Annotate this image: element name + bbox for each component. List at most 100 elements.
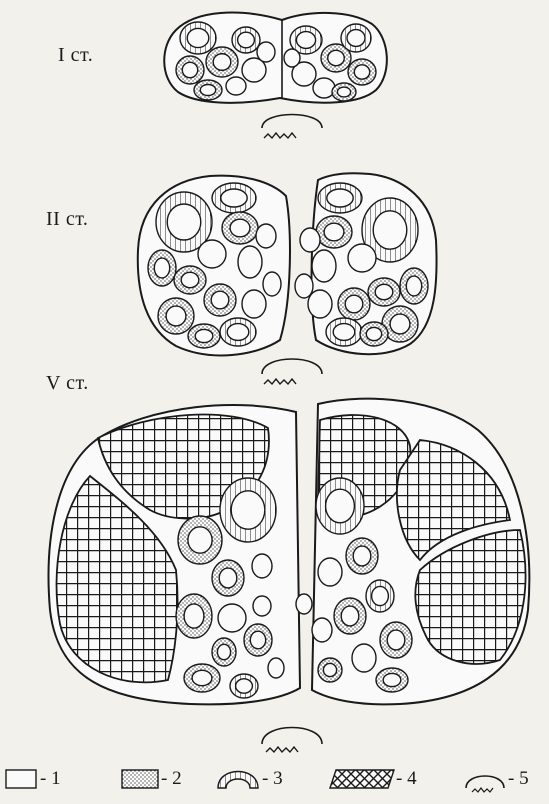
follicle-empty xyxy=(313,78,335,98)
trachea-mark xyxy=(264,133,296,138)
follicle-lumen xyxy=(373,211,407,249)
isthmus-arc xyxy=(262,728,322,745)
follicle-empty xyxy=(252,554,272,578)
follicle-lumen xyxy=(187,28,209,47)
follicle xyxy=(244,624,272,656)
stage-label-5: V ст. xyxy=(46,372,89,395)
follicle xyxy=(296,594,312,614)
follicle xyxy=(222,212,258,244)
follicle xyxy=(352,644,376,672)
follicle xyxy=(253,596,271,616)
follicle-empty xyxy=(312,618,332,642)
legend-label-1: - 1 xyxy=(40,768,61,790)
follicle-lumen xyxy=(238,32,255,48)
follicle-lumen xyxy=(250,631,265,649)
follicle-lumen xyxy=(354,65,369,79)
follicle xyxy=(212,638,236,666)
follicle xyxy=(318,658,342,682)
follicle xyxy=(268,658,284,678)
follicle-empty xyxy=(312,250,336,282)
legend-label-5: - 5 xyxy=(508,768,529,790)
follicle-lumen xyxy=(227,324,249,341)
follicle-empty xyxy=(256,224,276,248)
follicle xyxy=(346,538,378,574)
follicle xyxy=(316,216,352,248)
follicle xyxy=(348,244,376,272)
follicle xyxy=(232,27,260,53)
follicle-lumen xyxy=(366,327,381,340)
legend-label-3: - 3 xyxy=(262,768,283,790)
follicle xyxy=(180,22,216,54)
follicle xyxy=(188,324,220,348)
follicle xyxy=(178,516,222,564)
follicle xyxy=(184,664,220,692)
follicle-lumen xyxy=(337,87,350,97)
follicle-empty xyxy=(308,290,332,318)
follicle-lumen xyxy=(219,568,237,588)
follicle xyxy=(300,228,320,252)
trachea-mark xyxy=(266,747,298,752)
follicle-lumen xyxy=(341,606,359,626)
follicle xyxy=(148,250,176,286)
follicle-lumen xyxy=(182,62,197,77)
follicle-empty xyxy=(198,240,226,268)
follicle-lumen xyxy=(195,329,213,342)
follicle xyxy=(206,47,238,77)
follicle-lumen xyxy=(236,679,253,693)
stage-2-diagram xyxy=(138,173,437,384)
follicle-empty xyxy=(352,644,376,672)
follicle xyxy=(400,268,428,304)
follicle xyxy=(204,284,236,316)
follicle-lumen xyxy=(211,291,229,309)
stage-1-diagram xyxy=(164,13,387,138)
follicle xyxy=(326,318,362,346)
follicle-lumen xyxy=(154,258,169,278)
follicle xyxy=(380,622,412,658)
follicle-lumen xyxy=(345,295,363,313)
follicle xyxy=(312,618,332,642)
follicle xyxy=(318,183,362,213)
follicle-lumen xyxy=(372,586,389,605)
follicle-empty xyxy=(300,228,320,252)
legend-label-2: - 2 xyxy=(161,768,182,790)
follicle-lumen xyxy=(217,644,230,659)
follicle xyxy=(257,42,275,62)
follicle xyxy=(242,290,266,318)
follicle-lumen xyxy=(328,50,345,65)
follicle-lumen xyxy=(326,489,355,523)
legend-label-4: - 4 xyxy=(396,768,417,790)
follicle-lumen xyxy=(353,546,371,566)
follicle-empty xyxy=(257,42,275,62)
isthmus-arc xyxy=(262,115,322,129)
follicle-empty xyxy=(242,290,266,318)
follicle xyxy=(194,80,222,100)
follicle xyxy=(334,598,366,634)
follicle-lumen xyxy=(323,663,336,676)
trachea-mark xyxy=(264,379,296,384)
follicle xyxy=(226,77,246,95)
follicle-lumen xyxy=(390,314,410,334)
follicle-empty xyxy=(295,274,313,298)
follicle-lumen xyxy=(347,30,365,47)
follicle xyxy=(263,272,281,296)
follicle xyxy=(198,240,226,268)
follicle-lumen xyxy=(333,324,355,341)
follicle xyxy=(376,668,408,692)
follicle xyxy=(341,24,371,52)
follicle xyxy=(212,183,256,213)
isthmus-arc xyxy=(262,359,322,374)
follicle xyxy=(366,580,394,612)
follicle-lumen xyxy=(166,306,186,326)
follicle xyxy=(174,266,206,294)
follicle-empty xyxy=(263,272,281,296)
follicle xyxy=(220,318,256,346)
follicle-empty xyxy=(253,596,271,616)
follicle-lumen xyxy=(327,189,353,207)
follicle-lumen xyxy=(167,204,201,240)
follicle-empty xyxy=(318,558,342,586)
follicle-empty xyxy=(296,594,312,614)
follicle xyxy=(230,674,258,698)
follicle xyxy=(308,290,332,318)
follicle xyxy=(348,59,376,85)
